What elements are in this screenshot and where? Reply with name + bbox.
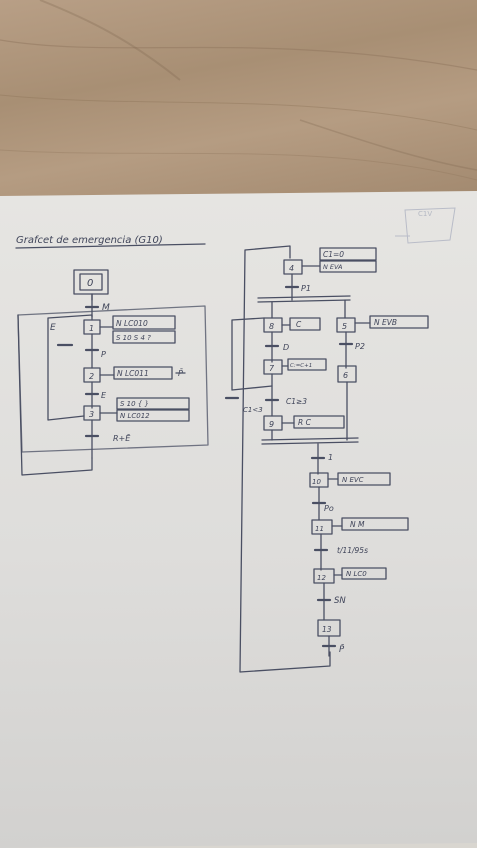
step-10-number: 10 [312,478,321,486]
step-12-number: 12 [317,574,326,582]
transition-sn-label: SN [334,596,346,606]
step-5-action: N EVB [374,318,397,327]
transition-e-label: E [101,391,107,400]
step-initial-inner [79,273,103,291]
title-group: Grafcet de emergencia (G10) [15,235,206,249]
step-2-action-1: N LC011 [117,369,149,378]
step-4-action-1: C1=0 [323,250,344,259]
step-1-action-1: N LC010 [116,319,148,328]
step-9-action: R C [298,418,312,427]
step-7-action: C:=C+1 [290,363,312,369]
step-5-number: 5 [342,322,347,331]
transition-m-label: M [102,303,110,313]
right-grafcet: 4 C1=0 N EVA P1 8 C D 7 C:=C+1 C1≥3 [224,245,429,673]
transition-p2-label: P2 [355,342,365,351]
step-1-number: 1 [89,324,94,333]
transition-po-label: Po [324,504,334,513]
step-initial-outer [73,269,109,295]
step-10-action: N EVC [342,476,364,484]
transition-1-label: 1 [328,453,333,462]
step-3-action-2: N LC012 [120,412,150,420]
step-12-action: N LC0 [346,570,367,578]
svg-text:C1V: C1V [418,210,432,218]
bleed-through-marks: C1V [395,207,456,244]
step-2-number: 2 [89,372,94,381]
step-initial-number: 0 [87,278,93,289]
transition-c1-lt-3-label: C1<3 [243,406,263,414]
transition-p1-label: P1 [301,284,311,293]
step-7-number: 7 [269,364,275,373]
step-4-action-2: N EVA [323,263,343,271]
diagram-title: Grafcet de emergencia (G10) [16,235,163,246]
step-11-action: N M [350,520,365,529]
step-13-number: 13 [322,625,332,634]
transition-p-bar-label: P̄ [339,643,345,655]
step-8-action: C [296,320,302,329]
transition-timer-label: t/11/95s [337,546,368,555]
transition-r-e-label: R+Ē [113,433,131,443]
step-8-number: 8 [269,322,274,331]
step-9-number: 9 [269,420,274,429]
wooden-desk [0,0,477,215]
step-1-action-2: S 10 S 4 ? [116,334,151,342]
step-4-number: 4 [289,264,294,273]
step-11-number: 11 [315,525,324,533]
wood-grain [0,0,477,181]
transition-d-label: D [283,343,289,352]
left-grafcet: 0 M 1 N LC010 S 10 S 4 ? E P 2 N LC011 P… [17,269,209,476]
step-6-number: 6 [343,371,348,380]
step-3-number: 3 [89,410,94,419]
transition-c1-ge-3-label: C1≥3 [286,397,307,406]
loop-label-e: E [50,323,56,333]
step-3-action-1: S 10 { } [120,400,149,408]
transition-p-label: P [101,350,106,359]
